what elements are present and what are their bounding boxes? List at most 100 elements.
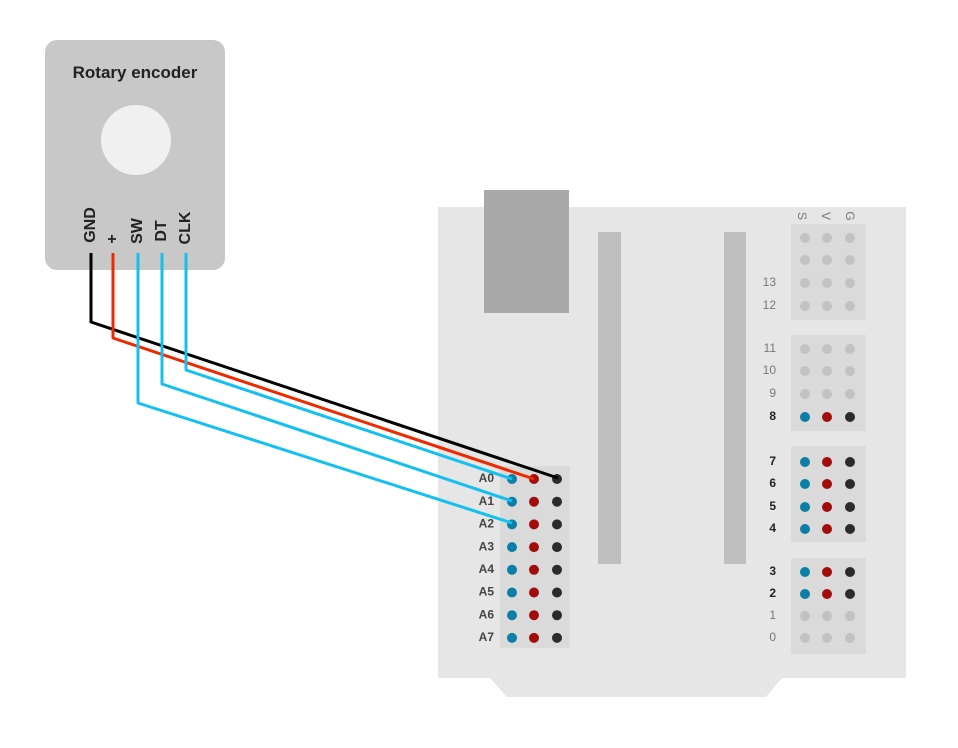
digital-pin-s-4 [800,524,810,534]
digital-pin-s-0 [800,633,810,643]
analog-label-a4: A4 [479,562,495,576]
digital-pin-v-1 [822,611,832,621]
digital-pin-g-5 [845,502,855,512]
digital-pin-s-11 [800,344,810,354]
digital-label-1: 1 [769,608,776,622]
analog-label-a0: A0 [479,471,495,485]
header-strip-left [598,232,621,564]
header-letter-v: V [819,212,833,220]
wire-clk [184,253,513,481]
analog-label-a7: A7 [479,630,495,644]
digital-pin-s-10 [800,366,810,376]
digital-pin-s-7 [800,457,810,467]
analog-pin-g-a7 [552,632,562,643]
digital-label-9: 9 [769,386,776,400]
analog-pin-s-a6 [507,610,517,621]
digital-pin-s-13 [800,278,810,288]
digital-pin-g-0 [845,633,855,643]
wire-vcc [111,253,535,481]
header-letter-g: G [843,211,857,220]
analog-pin-v-a3 [529,542,539,553]
digital-label-11: 11 [764,341,777,355]
analog-pin-g-a6 [552,610,562,621]
pin-label-vcc: + [104,234,121,243]
analog-pin-v-a6 [529,610,539,621]
analog-label-a3: A3 [479,539,495,553]
digital-label-4: 4 [769,521,776,535]
digital-pin-v-0 [822,633,832,643]
analog-pin-v-a4 [529,564,539,575]
digital-label-7: 7 [769,454,776,468]
analog-pin-s-a1 [507,496,517,507]
digital-pin-v-9 [822,389,832,399]
digital-label-8: 8 [769,409,776,423]
digital-pin-v-blank-260 [822,255,832,265]
analog-pin-g-a1 [552,496,562,507]
digital-pin-v-5 [822,502,832,512]
wires [89,253,559,525]
digital-pin-g-3 [845,567,855,577]
digital-pin-v-8 [822,412,832,422]
digital-pin-s-5 [800,502,810,512]
digital-pin-s-8 [800,412,810,422]
digital-pin-v-2 [822,589,832,599]
digital-pin-g-9 [845,389,855,399]
digital-pin-s-blank-238 [800,233,810,243]
digital-label-3: 3 [769,564,776,578]
digital-label-2: 2 [769,586,776,600]
digital-pin-g-blank-260 [845,255,855,265]
digital-pin-g-4 [845,524,855,534]
digital-pin-g-1 [845,611,855,621]
digital-pin-g-6 [845,479,855,489]
analog-pin-block [500,466,570,648]
pin-label-dt: DT [153,220,170,242]
header-letter-s: S [795,212,809,220]
digital-pin-g-11 [845,344,855,354]
digital-pin-s-3 [800,567,810,577]
analog-label-a5: A5 [479,585,495,599]
digital-label-10: 10 [763,363,777,377]
wire-dt [160,253,513,503]
analog-pin-g-a2 [552,519,562,530]
analog-pin-v-a7 [529,632,539,643]
encoder-knob [101,105,171,175]
analog-label-a6: A6 [479,607,495,621]
analog-pin-g-a5 [552,587,562,598]
digital-pin-g-10 [845,366,855,376]
digital-pin-s-6 [800,479,810,489]
analog-pin-g-a4 [552,564,562,575]
analog-label-a2: A2 [479,517,495,531]
digital-pin-s-blank-260 [800,255,810,265]
digital-pin-g-7 [845,457,855,467]
digital-pin-s-12 [800,301,810,311]
digital-pin-s-2 [800,589,810,599]
digital-label-6: 6 [769,476,776,490]
digital-pin-v-blank-238 [822,233,832,243]
digital-pin-g-8 [845,412,855,422]
digital-label-0: 0 [769,630,776,644]
digital-pin-v-6 [822,479,832,489]
digital-label-5: 5 [769,499,776,513]
wire-sw [136,253,513,525]
analog-pin-s-a5 [507,587,517,598]
digital-label-12: 12 [763,298,777,312]
digital-pin-v-7 [822,457,832,467]
digital-label-13: 13 [763,275,777,289]
header-strip-right [724,232,746,564]
digital-pin-s-1 [800,611,810,621]
digital-pin-g-12 [845,301,855,311]
analog-pin-v-a1 [529,496,539,507]
analog-pin-g-a3 [552,542,562,553]
pin-grid [507,233,855,643]
pin-label-sw: SW [129,217,146,244]
digital-pin-v-11 [822,344,832,354]
pin-label-gnd: GND [82,207,99,243]
digital-pin-v-4 [822,524,832,534]
pin-label-clk: CLK [177,211,194,244]
analog-label-a1: A1 [479,494,495,508]
digital-pin-g-2 [845,589,855,599]
encoder-title: Rotary encoder [73,63,198,82]
